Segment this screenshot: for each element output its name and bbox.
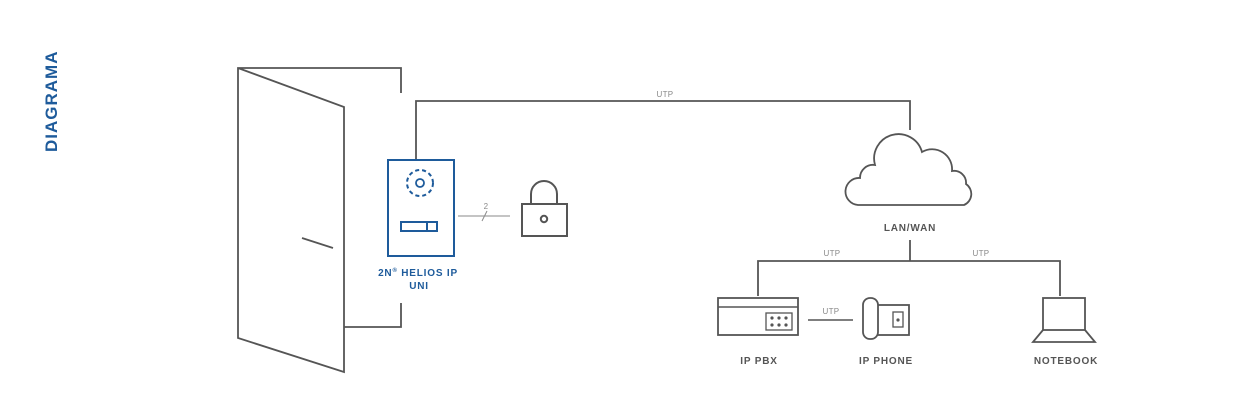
utp-label-right: UTP [973, 249, 990, 258]
door-icon [237, 67, 402, 374]
device-name-line1: 2N® HELIOS IP [378, 267, 458, 279]
utp-label-left: UTP [824, 249, 841, 258]
lan-wan-label: LAN/WAN [884, 223, 936, 234]
lock-icon [521, 180, 568, 237]
intercom-icon [387, 159, 455, 257]
pbx-icon [717, 297, 799, 336]
wire-count-label: 2 [484, 202, 489, 211]
utp-label-phone: UTP [823, 307, 840, 316]
ip-phone-label: IP PHONE [859, 356, 913, 367]
phone-icon [862, 297, 910, 340]
cloud-icon [844, 133, 973, 206]
utp-label-top: UTP [657, 90, 674, 99]
utp-distribution [757, 240, 1061, 296]
notebook-icon [1031, 297, 1097, 343]
side-title: DIAGRAMA [42, 51, 61, 153]
utp-link-top [415, 100, 911, 160]
notebook-label: NOTEBOOK [1034, 356, 1098, 367]
lock-wire [458, 210, 510, 222]
ip-pbx-label: IP PBX [740, 356, 777, 367]
device-name-line2: UNI [409, 281, 429, 292]
